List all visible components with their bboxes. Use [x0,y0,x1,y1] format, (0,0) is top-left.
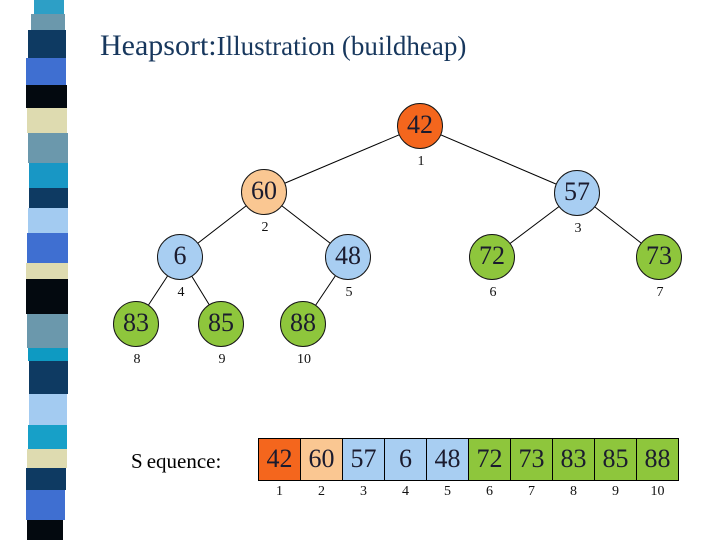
sequence-cell-value: 48 [434,444,461,473]
heap-node-value: 72 [479,241,505,270]
decor-strip-block [28,348,68,361]
sequence-cell-value: 72 [476,444,503,473]
sequence-cell-48: 48 5 [426,438,469,499]
heap-node-value: 48 [335,241,361,270]
heap-node-index: 5 [345,285,353,300]
sequence-cell-index: 4 [402,484,409,499]
heap-node-73: 73 7 [636,234,682,300]
sequence-cell-42: 42 1 [258,438,301,499]
decor-strip-block [26,490,65,520]
heap-node-88: 88 10 [280,301,326,367]
sequence-cell-value: 57 [350,444,377,473]
decorative-brush-strip [26,0,76,540]
sequence-cell-index: 9 [612,484,619,499]
heap-node-value: 57 [564,177,590,206]
heap-node-index: 4 [177,285,185,300]
heap-node-value: 83 [123,308,149,337]
heap-node-index: 7 [656,285,664,300]
slide-title: Heapsort:Illustration (buildheap) [100,26,466,63]
heap-node-value: 42 [407,110,433,139]
decor-strip-block [27,314,68,348]
sequence-cell-60: 60 2 [300,438,343,499]
slide-title-main: Heapsort: [100,29,217,62]
sequence-cell-index: 2 [318,484,325,499]
decor-strip-block [28,133,68,163]
sequence-cell-value: 88 [644,444,671,473]
sequence-cell-83: 83 8 [552,438,595,499]
slide-title-sub: Illustration (buildheap) [216,31,467,61]
decor-strip-block [26,58,66,85]
decor-strip-block [28,208,68,233]
heap-node-index: 10 [297,352,311,367]
heap-node-85: 85 9 [198,301,244,367]
decor-strip-block [29,394,67,425]
heap-node-83: 83 8 [113,301,159,367]
sequence-cell-88: 88 10 [636,438,679,499]
sequence-cell-value: 85 [602,444,629,473]
sequence-cell-85: 85 9 [594,438,637,499]
decor-strip-block [29,163,68,188]
decor-strip-block [27,520,63,540]
heap-node-value: 6 [173,241,187,270]
decor-strip-block [26,263,68,279]
sequence-cell-value: 73 [518,444,545,473]
heap-node-value: 85 [208,308,234,337]
heap-node-index: 3 [574,221,582,236]
sequence-label: Sequence: [131,449,222,473]
heap-node-index: 6 [489,285,497,300]
heap-node-index: 9 [218,352,226,367]
heap-node-57: 57 3 [554,170,600,236]
sequence-cell-value: 60 [308,444,335,473]
heap-node-6: 6 4 [157,234,203,300]
decor-strip-block [28,30,66,58]
sequence-cell-index: 5 [444,484,451,499]
sequence-cell-index: 6 [486,484,493,499]
sequence-cell-value: 6 [399,444,412,473]
heap-node-48: 48 5 [325,234,371,300]
decor-strip-block [29,188,68,208]
sequence-cell-value: 83 [560,444,587,473]
decor-strip-block [26,468,66,490]
heap-node-42: 42 1 [397,103,443,169]
heap-node-72: 72 6 [469,234,515,300]
sequence-cell-index: 1 [276,484,283,499]
decor-strip-block [31,14,65,30]
decor-strip-block [27,233,68,263]
sequence-cells: 42 1 60 2 57 3 6 4 48 5 72 6 73 7 83 8 8… [258,438,679,499]
heap-node-index: 1 [417,154,425,169]
heap-node-index: 2 [261,220,269,235]
decor-strip-block [29,361,68,394]
sequence-cell-index: 10 [650,484,665,499]
decor-strip-block [27,108,67,133]
sequence-cell-value: 42 [266,444,293,473]
sequence-cell-72: 72 6 [468,438,511,499]
decor-strip-block [27,449,67,468]
heap-node-value: 60 [251,176,277,205]
heap-node-value: 88 [290,308,316,337]
decor-strip-block [28,425,67,449]
heap-node-60: 60 2 [241,169,287,235]
heap-node-value: 73 [646,241,672,270]
decor-strip-block [26,85,67,108]
sequence-cell-index: 8 [570,484,577,499]
sequence-cell-6: 6 4 [384,438,427,499]
decor-strip-block [26,279,68,314]
sequence-cell-index: 7 [528,484,535,499]
heap-node-index: 8 [133,352,141,367]
sequence-cell-index: 3 [360,484,367,499]
decor-strip-block [34,0,64,14]
sequence-cell-57: 57 3 [342,438,385,499]
sequence-cell-73: 73 7 [510,438,553,499]
